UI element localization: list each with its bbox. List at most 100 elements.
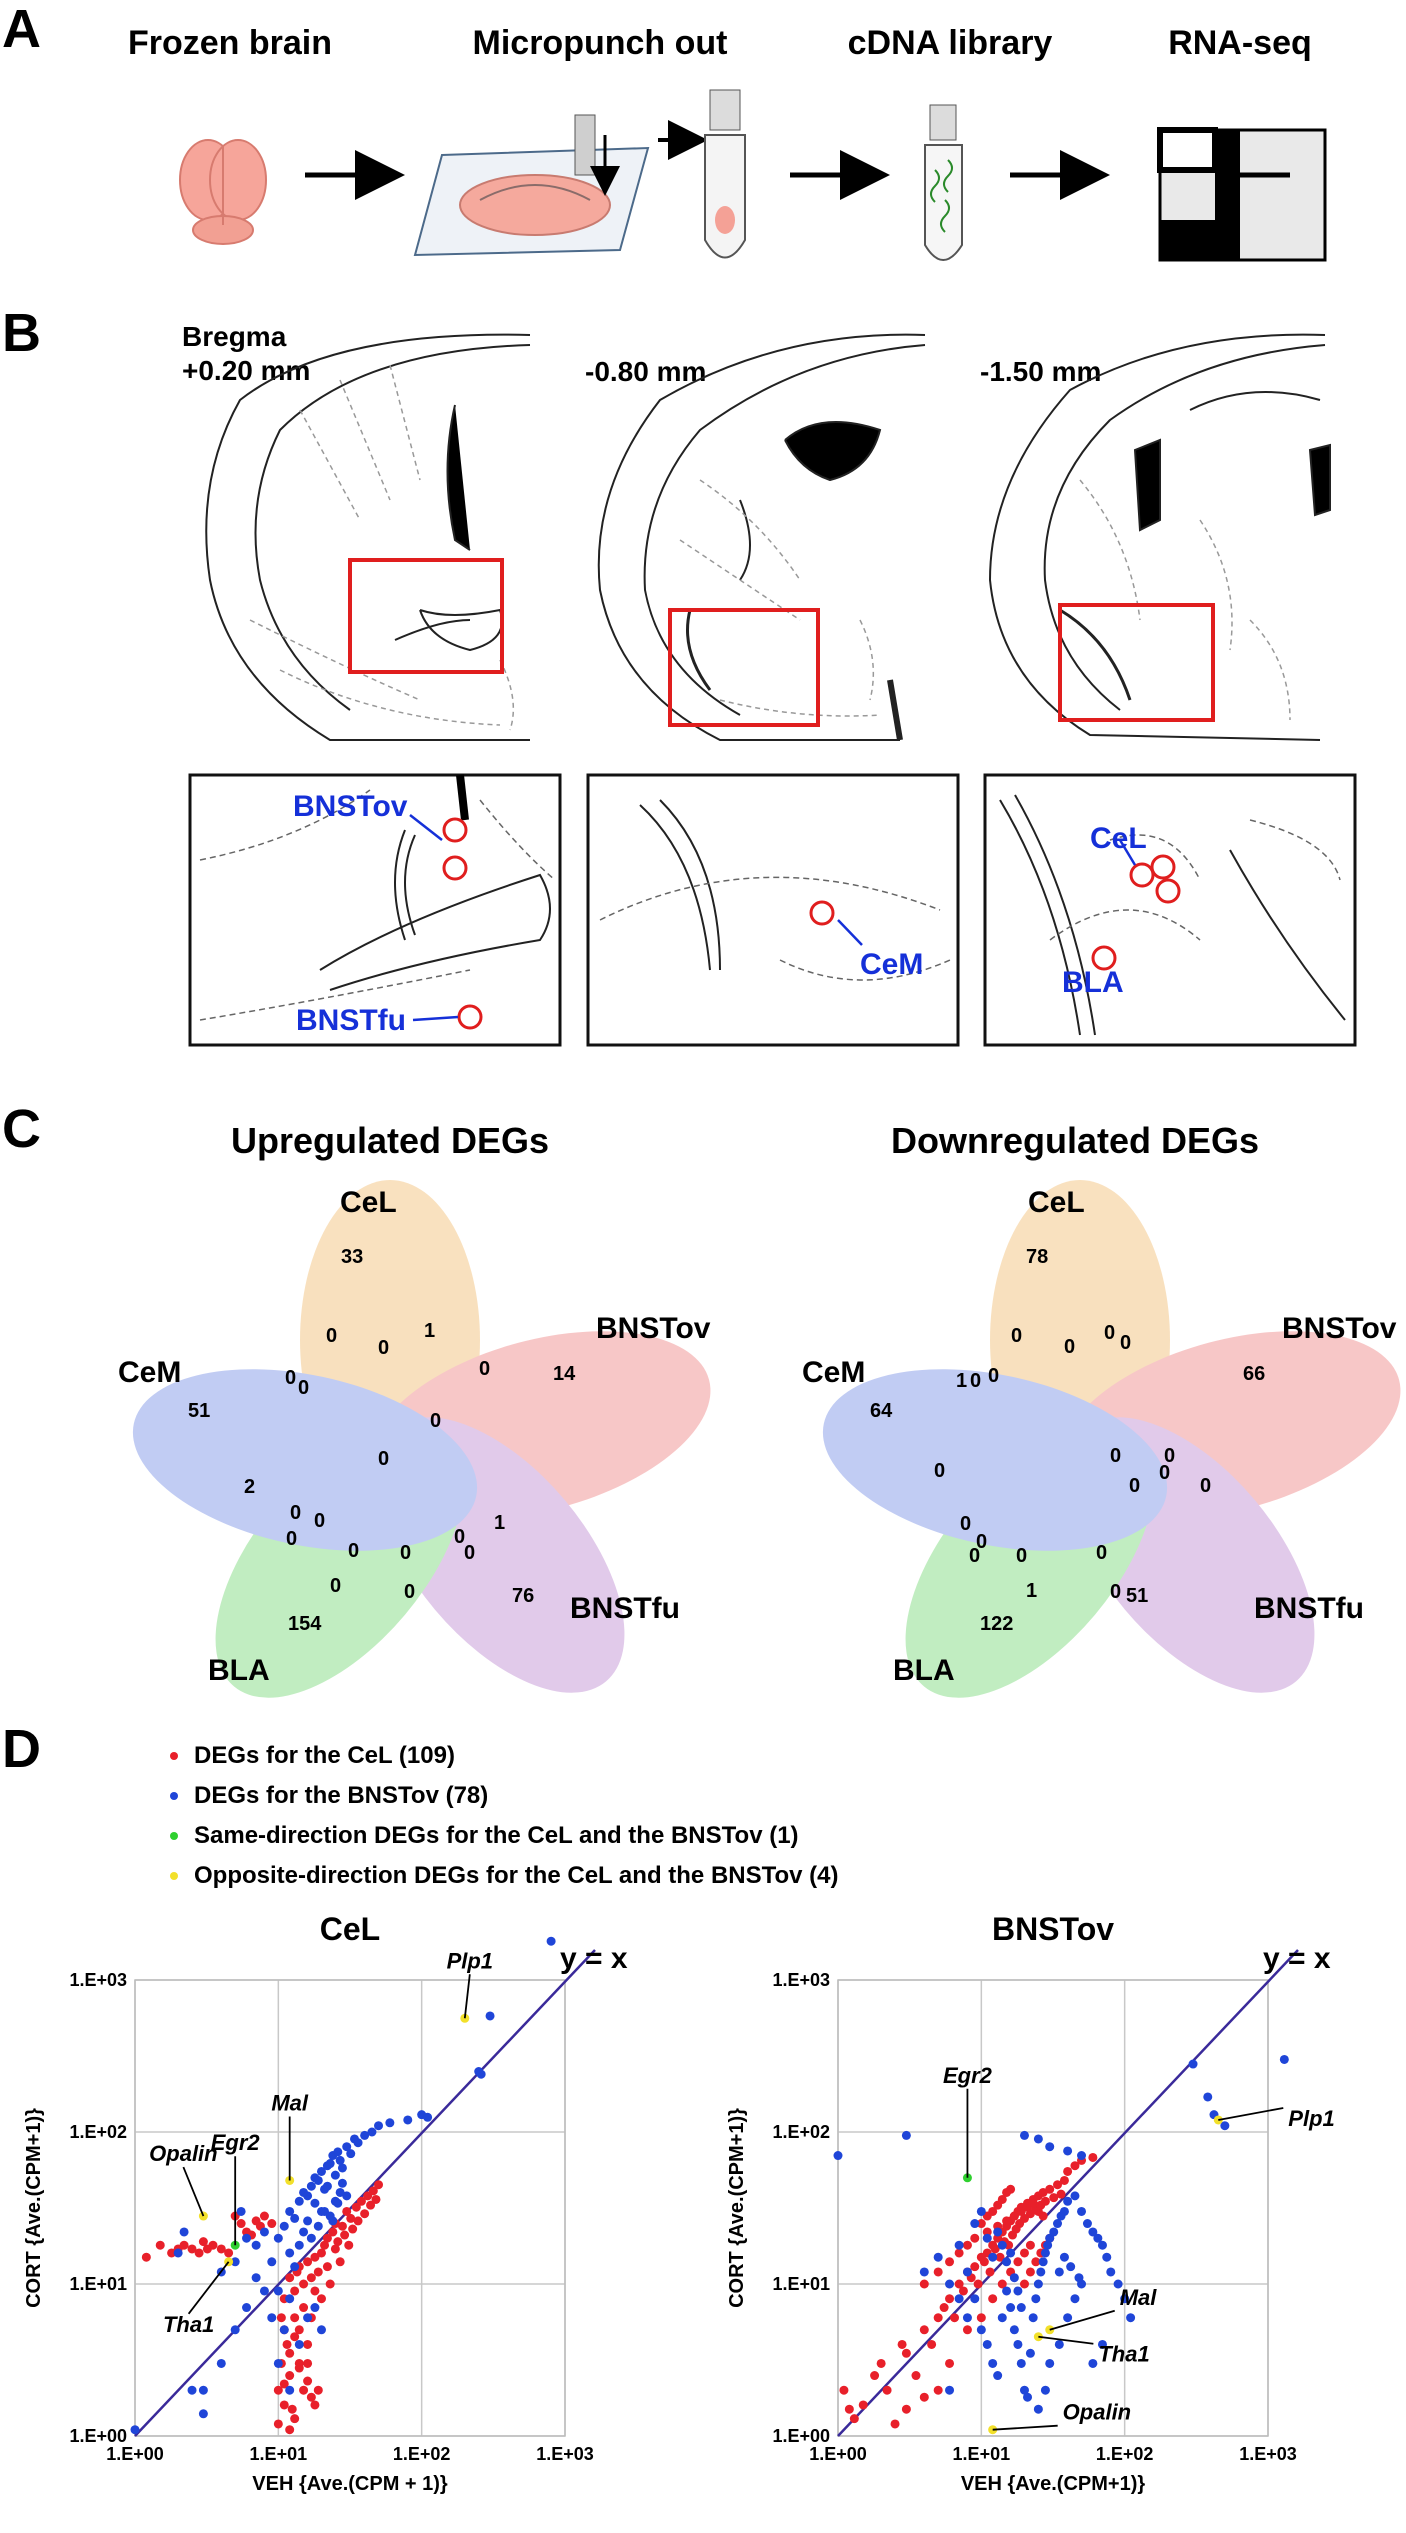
- data-point: [337, 2163, 347, 2173]
- y-tick-label: 1.E+03: [69, 1970, 127, 1990]
- data-point: [1045, 2358, 1055, 2368]
- data-point: [911, 2371, 921, 2381]
- data-point: [1033, 2332, 1043, 2342]
- x-tick-label: 1.E+00: [106, 2444, 164, 2464]
- data-point: [348, 2224, 358, 2234]
- venn-up-count: 33: [341, 1246, 364, 1268]
- legend-item-cel: DEGs for the CeL (109): [170, 1742, 455, 1770]
- data-point: [976, 2325, 986, 2335]
- data-point: [1049, 2227, 1059, 2237]
- y-tick-label: 1.E+00: [69, 2426, 127, 2446]
- plot-frame: [134, 1979, 566, 2437]
- data-point: [1279, 2054, 1289, 2064]
- data-point: [316, 2294, 326, 2304]
- venn-down-count: 0: [970, 1370, 982, 1392]
- data-point: [346, 2149, 356, 2159]
- data-point: [230, 2257, 240, 2267]
- data-point: [1036, 2267, 1046, 2277]
- legend-item-bnstov: DEGs for the BNSTov (78): [170, 1782, 488, 1810]
- data-point: [303, 2339, 313, 2349]
- y-tick-label: 1.E+03: [772, 1970, 830, 1990]
- data-point: [1028, 2313, 1038, 2323]
- venn-up-count: 0: [285, 1367, 297, 1389]
- data-point: [344, 2240, 354, 2250]
- data-point: [973, 2279, 983, 2289]
- data-point: [423, 2112, 433, 2122]
- data-point: [353, 2216, 363, 2226]
- data-point: [335, 2187, 345, 2197]
- venn-down-count: 64: [870, 1400, 893, 1422]
- data-point: [1066, 2262, 1076, 2272]
- venn-down-count: 0: [1120, 1332, 1132, 1354]
- data-point: [1002, 2257, 1012, 2267]
- data-point: [976, 2313, 986, 2323]
- data-point: [1082, 2219, 1092, 2229]
- annotation-leader: [182, 2166, 205, 2217]
- gene-annotation: Plp1: [1288, 2106, 1334, 2131]
- x-axis-label: VEH {Ave.(CPM+1)}: [961, 2473, 1146, 2495]
- y-axis-label: CORT {Ave.(CPM+1)}: [726, 2108, 748, 2308]
- data-point: [1006, 2248, 1016, 2258]
- data-point: [310, 2303, 320, 2313]
- panel-b-atlas: [188, 333, 1357, 1047]
- data-point: [290, 2332, 300, 2342]
- data-point: [988, 2252, 998, 2262]
- data-point: [1093, 2233, 1103, 2243]
- data-point: [294, 2325, 304, 2335]
- brain-slice-icon: [413, 114, 650, 257]
- data-point: [306, 2273, 316, 2283]
- data-point: [316, 2248, 326, 2258]
- data-point: [367, 2127, 377, 2137]
- data-point: [259, 2227, 269, 2237]
- data-point: [306, 2233, 316, 2243]
- data-point: [285, 2385, 295, 2395]
- data-point: [294, 2196, 304, 2206]
- venn-up-title: Upregulated DEGs: [230, 1120, 550, 1161]
- data-point: [1120, 2294, 1130, 2304]
- section-label-3: -1.50 mm: [980, 356, 1102, 387]
- data-point: [340, 2230, 350, 2240]
- plot-frame: [837, 1979, 1269, 2437]
- data-point: [303, 2191, 313, 2201]
- zoom-box-3: [983, 773, 1357, 1047]
- x-axis-label: VEH {Ave.(CPM + 1)}: [252, 2473, 448, 2495]
- venn-up-count: 1: [424, 1320, 436, 1342]
- data-point: [333, 2147, 343, 2157]
- identity-line-label: y = x: [1263, 1942, 1331, 1975]
- data-point: [1009, 2211, 1019, 2221]
- data-point: [1074, 2273, 1084, 2283]
- venn-down-count: 122: [980, 1613, 1014, 1635]
- data-point: [342, 2206, 352, 2216]
- data-point: [198, 2385, 208, 2395]
- data-point: [1002, 2286, 1012, 2296]
- venn-up-count: 0: [464, 1542, 476, 1564]
- data-point: [167, 2248, 177, 2258]
- data-point: [313, 2221, 323, 2231]
- data-point: [303, 2376, 313, 2386]
- y-tick-label: 1.E+01: [69, 2274, 127, 2294]
- data-point: [285, 2348, 295, 2358]
- data-point: [330, 2244, 340, 2254]
- data-point: [303, 2257, 313, 2267]
- venn-up-count: 0: [330, 1575, 342, 1597]
- data-point: [335, 2155, 345, 2165]
- data-point: [970, 2262, 980, 2272]
- x-tick-label: 1.E+02: [393, 2444, 451, 2464]
- label-cel: CeL: [1090, 822, 1147, 855]
- data-point: [933, 2252, 943, 2262]
- venn-up-count: 0: [404, 1581, 416, 1603]
- data-point: [901, 2348, 911, 2358]
- data-point: [267, 2313, 277, 2323]
- data-point: [476, 2069, 486, 2079]
- legend-label-cel: DEGs for the CeL (109): [194, 1742, 455, 1769]
- data-point: [1070, 2191, 1080, 2201]
- data-point: [1056, 2189, 1066, 2199]
- data-point: [1059, 2175, 1069, 2185]
- section-label-1: Bregma +0.20 mm: [182, 321, 311, 386]
- data-point: [1040, 2385, 1050, 2395]
- data-point: [273, 2233, 283, 2243]
- gene-annotation: Opalin: [149, 2141, 217, 2166]
- data-point: [1028, 2198, 1038, 2208]
- panel-label-c: C: [2, 1099, 41, 1159]
- data-point: [187, 2244, 197, 2254]
